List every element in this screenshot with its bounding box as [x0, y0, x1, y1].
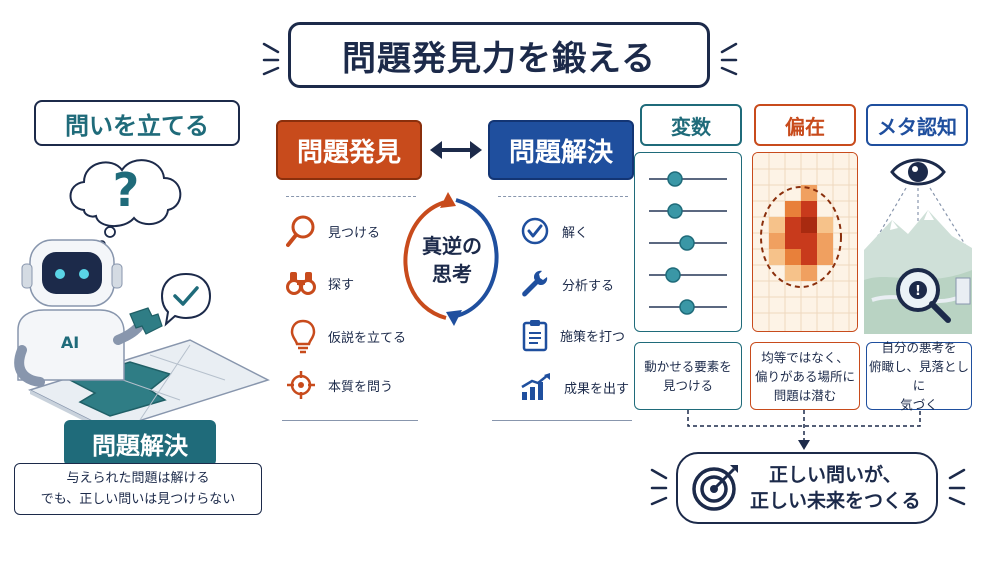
variable-panel — [634, 152, 742, 332]
svg-text:!: ! — [915, 284, 921, 299]
solve-item-label: 成果を出す — [564, 381, 630, 397]
connector-lines — [680, 410, 930, 450]
solve-item-4: 成果を出す — [520, 372, 629, 402]
bias-caption-line2: 偏りがある場所に — [754, 368, 855, 384]
check-bubble-icon — [158, 270, 214, 328]
robot-illustration: AI — [0, 230, 270, 434]
category-metacognition: メタ認知 — [866, 104, 968, 146]
bias-panel — [752, 152, 858, 332]
find-item-label: 仮説を立てる — [328, 330, 407, 346]
cycle-arrows-icon — [396, 192, 506, 326]
conclusion-box: 正しい問いが、 正しい未来をつくる — [676, 452, 938, 524]
find-item-label: 見つける — [328, 225, 381, 241]
conclusion-line2: 正しい未来をつくる — [750, 490, 921, 512]
conclusion-sparks-left-icon — [650, 464, 672, 508]
conclusion-sparks-right-icon — [944, 464, 966, 508]
find-item-label: 本質を問う — [328, 379, 394, 395]
left-caption-line2: でも、正しい問いは見つけらない — [40, 492, 236, 507]
title-sparks-right-icon — [716, 38, 738, 78]
solve-divider-bottom — [492, 420, 632, 421]
variable-caption: 動かせる要素を 見つける — [634, 342, 742, 410]
bias-caption-line1: 均等ではなく、 — [761, 349, 849, 365]
find-divider-bottom — [282, 420, 418, 421]
title-sparks-left-icon — [262, 38, 284, 78]
heatmap-icon — [753, 153, 857, 331]
solve-item-2: 分析する — [520, 268, 614, 300]
lightbulb-icon — [290, 319, 316, 354]
meta-caption-line1: 自分の悪考を — [881, 340, 957, 355]
left-caption: 与えられた問題は解ける でも、正しい問いは見つけらない — [14, 463, 262, 515]
category-variable: 変数 — [640, 104, 742, 146]
cycle-label: 真逆の 思考 — [418, 232, 486, 288]
solve-problem-box: 問題解決 — [488, 120, 634, 180]
solve-item-label: 解く — [562, 225, 589, 241]
left-solve-label: 問題解決 — [64, 420, 216, 466]
find-item-3: 仮説を立てる — [290, 318, 406, 354]
solve-item-label: 分析する — [562, 278, 615, 294]
variable-caption-line2: 見つける — [662, 378, 713, 393]
bias-caption: 均等ではなく、 偏りがある場所に 問題は潜む — [750, 342, 860, 410]
question-mark-icon: ? — [112, 163, 140, 217]
target-icon — [692, 465, 738, 511]
meta-caption: 自分の悪考を 俯瞰し、見落としに 気づく — [866, 340, 972, 412]
check-circle-icon — [521, 217, 549, 245]
conclusion-text: 正しい問いが、 正しい未来をつくる — [750, 462, 921, 514]
meta-caption-line3: 気づく — [900, 397, 938, 412]
conclusion-line1: 正しい問いが、 — [769, 464, 902, 486]
solve-item-3: 施策を打つ — [522, 318, 625, 352]
solve-item-label: 施策を打つ — [560, 329, 626, 345]
svg-text:AI: AI — [61, 333, 79, 352]
solve-divider-top — [498, 196, 628, 197]
cycle-label-line1: 真逆の — [422, 234, 482, 258]
ask-question-heading: 問いを立てる — [34, 100, 240, 146]
find-item-1: 見つける — [286, 214, 380, 248]
thought-cloud-icon — [62, 148, 192, 248]
double-arrow-icon — [428, 138, 484, 162]
solve-item-1: 解く — [520, 216, 588, 246]
page-title: 問題発見力を鍛える — [288, 22, 710, 88]
metacognition-illustration: ! — [862, 150, 974, 336]
find-divider-top — [286, 196, 416, 197]
left-caption-line1: 与えられた問題は解ける — [66, 471, 210, 486]
cycle-label-line2: 思考 — [432, 262, 472, 286]
binoculars-icon — [286, 272, 316, 295]
growth-chart-icon — [521, 373, 550, 400]
wrench-icon — [522, 270, 548, 297]
magnifier-icon — [286, 215, 315, 247]
find-problem-box: 問題発見 — [276, 120, 422, 180]
category-bias: 偏在 — [754, 104, 856, 146]
crosshair-icon — [287, 371, 315, 399]
find-item-2: 探す — [286, 268, 354, 298]
find-item-label: 探す — [328, 277, 355, 293]
sliders-icon — [649, 171, 727, 315]
bias-caption-line3: 問題は潜む — [773, 387, 837, 403]
variable-caption-line1: 動かせる要素を — [644, 359, 732, 374]
clipboard-icon — [522, 320, 548, 352]
find-item-4: 本質を問う — [286, 370, 393, 400]
meta-caption-line2: 俯瞰し、見落としに — [868, 359, 969, 393]
